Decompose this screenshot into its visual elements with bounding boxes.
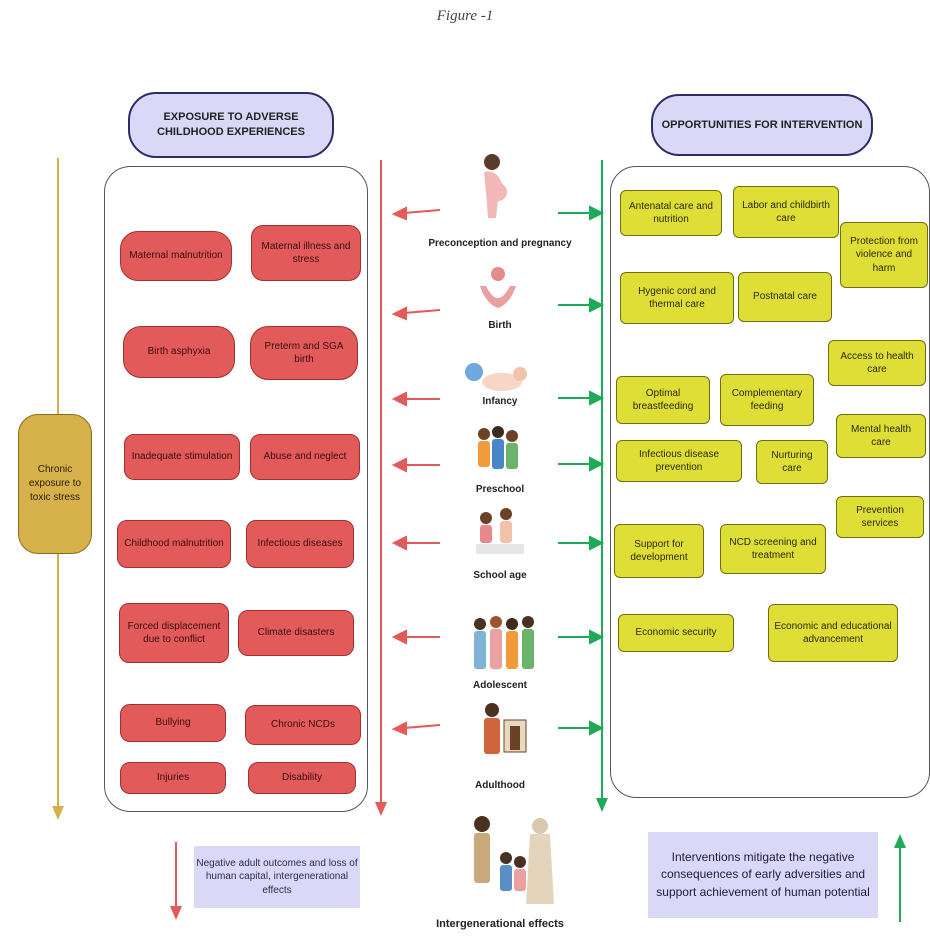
intervention-item: Access to health care [828,340,926,386]
intervention-item: Prevention services [836,496,924,538]
adverse-item: Climate disasters [238,610,354,656]
adverse-item: Maternal malnutrition [120,231,232,281]
preschool-illustration [478,426,518,469]
left-header: EXPOSURE TO ADVERSE CHILDHOOD EXPERIENCE… [128,92,334,158]
intervention-item: Optimal breastfeeding [616,376,710,424]
adverse-item: Birth asphyxia [123,326,235,378]
intervention-item: Labor and childbirth care [733,186,839,238]
intergenerational-illustration [474,816,554,904]
positive-outcome-arrow [894,834,906,922]
adverse-item: Maternal illness and stress [251,225,361,281]
stage-label: Preschool [475,484,525,495]
adolescent-illustration [474,616,534,669]
positive-outcomes-note: Interventions mitigate the negative cons… [648,832,878,918]
adverse-item: Childhood malnutrition [117,520,231,568]
intervention-item: Complementary feeding [720,374,814,426]
stage-label: Adulthood [475,780,525,791]
adverse-item: Infectious diseases [246,520,354,568]
intervention-item: NCD screening and treatment [720,524,826,574]
intervention-item: Support for development [614,524,704,578]
adverse-item: Preterm and SGA birth [250,326,358,380]
pregnancy-illustration [484,154,507,218]
school-age-illustration [476,508,524,554]
adulthood-illustration [484,703,527,754]
intervention-timeline-arrow [596,160,608,812]
right-header: OPPORTUNITIES FOR INTERVENTION [651,94,873,156]
stage-label: Intergenerational effects [436,918,564,930]
negative-outcomes-note: Negative adult outcomes and loss of huma… [194,846,360,908]
adverse-item: Forced displacement due to conflict [119,603,229,663]
stage-label: School age [473,570,527,581]
adverse-timeline-arrow [375,160,387,816]
stage-arrows [391,205,605,736]
intervention-item: Antenatal care and nutrition [620,190,722,236]
intervention-item: Postnatal care [738,272,832,322]
intervention-item: Economic and educational advancement [768,604,898,662]
figure-label: Figure -1 [436,8,494,24]
stage-label: Preconception and pregnancy [428,238,572,249]
intervention-item: Infectious disease prevention [616,440,742,482]
adverse-item: Inadequate stimulation [124,434,240,480]
intervention-item: Hygenic cord and thermal care [620,272,734,324]
adverse-item: Injuries [120,762,226,794]
adverse-item: Disability [248,762,356,794]
negative-outcome-arrow [170,842,182,920]
adverse-item: Chronic NCDs [245,705,361,745]
adverse-item: Abuse and neglect [250,434,360,480]
stage-label: Adolescent [473,680,527,691]
chronic-stress-label: Chronic exposure to toxic stress [18,414,92,554]
intervention-item: Protection from violence and harm [840,222,928,288]
intervention-item: Nurturing care [756,440,828,484]
adverse-item: Bullying [120,704,226,742]
infant-illustration [465,363,527,391]
stage-label: Birth [488,320,512,331]
intervention-item: Mental health care [836,414,926,458]
stage-label: Infancy [482,396,518,407]
intervention-item: Economic security [618,614,734,652]
birth-hands-illustration [480,267,516,308]
